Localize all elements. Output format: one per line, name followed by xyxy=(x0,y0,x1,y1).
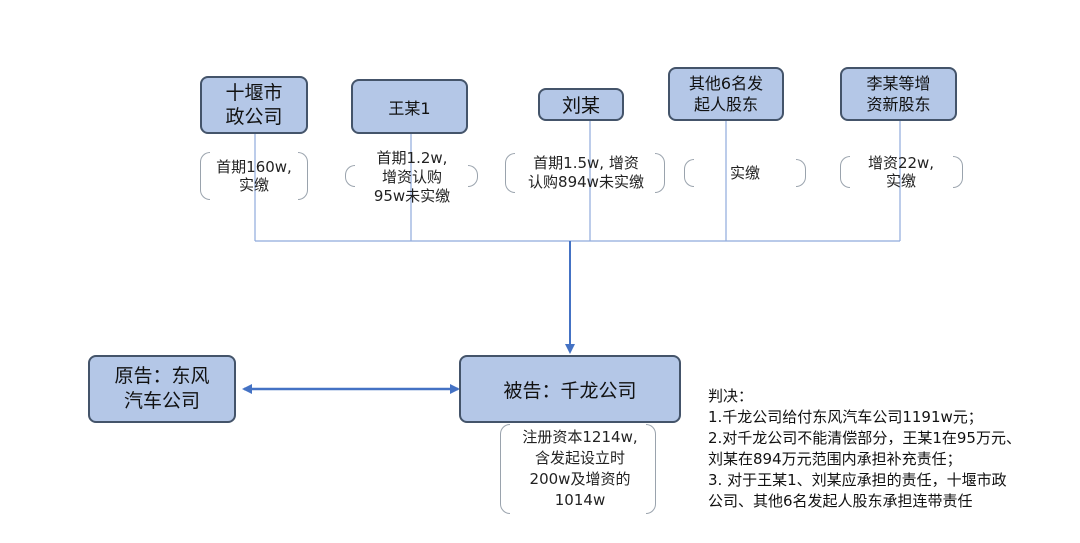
node-new-shareholders: 李某等增 资新股东 xyxy=(840,67,957,121)
verdict-line: 公司、其他6名发起人股东承担连带责任 xyxy=(708,492,973,510)
note-liu: 首期1.5w, 增资 认购894w未实缴 xyxy=(528,154,644,191)
verdict-line: 1.千龙公司给付东风汽车公司1191w元； xyxy=(708,408,983,426)
node-other-founders: 其他6名发 起人股东 xyxy=(668,67,784,121)
note-other-founders: 实缴 xyxy=(729,164,760,182)
node-wang-1: 王某1 xyxy=(351,79,468,134)
verdict-text: 判决： 1.千龙公司给付东风汽车公司1191w元； 2.对千龙公司不能清偿部分，… xyxy=(708,386,1078,512)
node-defendant: 被告：千龙公司 xyxy=(459,355,681,423)
node-shijiyan-municipal: 十堰市 政公司 xyxy=(200,76,308,134)
verdict-line: 3. 对于王某1、刘某应承担的责任，十堰市政 xyxy=(708,471,1007,489)
note-new-shareholders: 增资22w, 实缴 xyxy=(867,154,935,190)
verdict-heading: 判决： xyxy=(708,387,754,405)
note-shijiyan-municipal: 首期160w, 实缴 xyxy=(216,158,292,194)
node-liu: 刘某 xyxy=(538,88,624,121)
node-plaintiff: 原告：东风 汽车公司 xyxy=(88,355,236,423)
verdict-line: 刘某在894万元范围内承担补充责任； xyxy=(708,450,962,468)
note-defendant-capital: 注册资本1214w, 含发起设立时 200w及增资的 1014w xyxy=(522,428,638,509)
verdict-line: 2.对千龙公司不能清偿部分，王某1在95万元、 xyxy=(708,429,1021,447)
note-wang-1: 首期1.2w, 增资认购 95w未实缴 xyxy=(373,148,451,205)
